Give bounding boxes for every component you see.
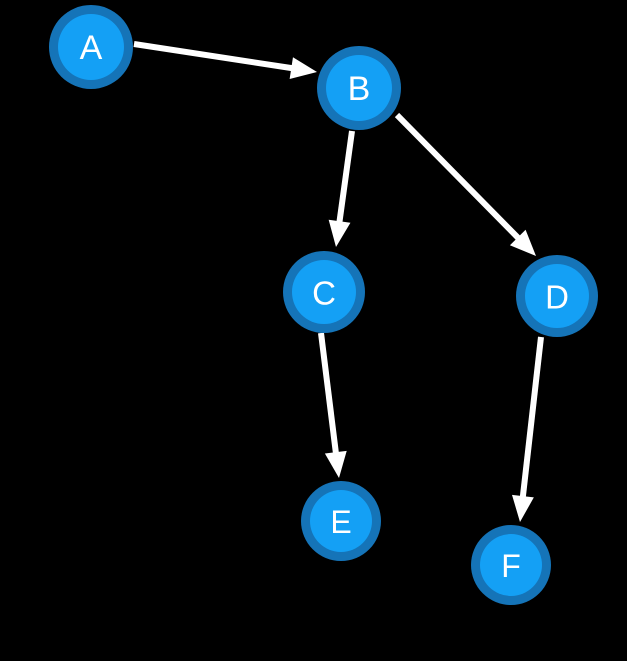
graph-node-b[interactable]: B xyxy=(317,46,401,130)
arrowhead-icon xyxy=(289,57,317,79)
edge-b-to-d xyxy=(394,112,536,256)
nodes-layer: A B C D E F xyxy=(49,5,598,605)
node-core xyxy=(480,534,542,596)
node-core xyxy=(310,490,372,552)
node-core xyxy=(326,55,392,121)
edge-a-to-b xyxy=(133,41,317,79)
edge-line xyxy=(336,130,355,225)
edges-layer xyxy=(133,41,544,522)
arrowhead-icon xyxy=(328,219,351,247)
edge-line xyxy=(519,336,544,500)
edge-c-to-e xyxy=(318,332,347,478)
arrowhead-icon xyxy=(509,229,536,256)
node-core xyxy=(525,264,589,328)
edge-line xyxy=(318,332,340,456)
arrowhead-icon xyxy=(512,494,534,522)
edge-b-to-c xyxy=(328,130,355,247)
node-core xyxy=(58,14,124,80)
graph-node-c[interactable]: C xyxy=(283,251,365,333)
graph-node-a[interactable]: A xyxy=(49,5,133,89)
edge-line xyxy=(133,41,295,72)
graph-node-d[interactable]: D xyxy=(516,255,598,337)
graph-node-f[interactable]: F xyxy=(471,525,551,605)
node-core xyxy=(292,260,356,324)
edge-d-to-f xyxy=(512,336,544,522)
arrowhead-icon xyxy=(324,450,347,478)
graph-node-e[interactable]: E xyxy=(301,481,381,561)
edge-line xyxy=(394,112,522,242)
